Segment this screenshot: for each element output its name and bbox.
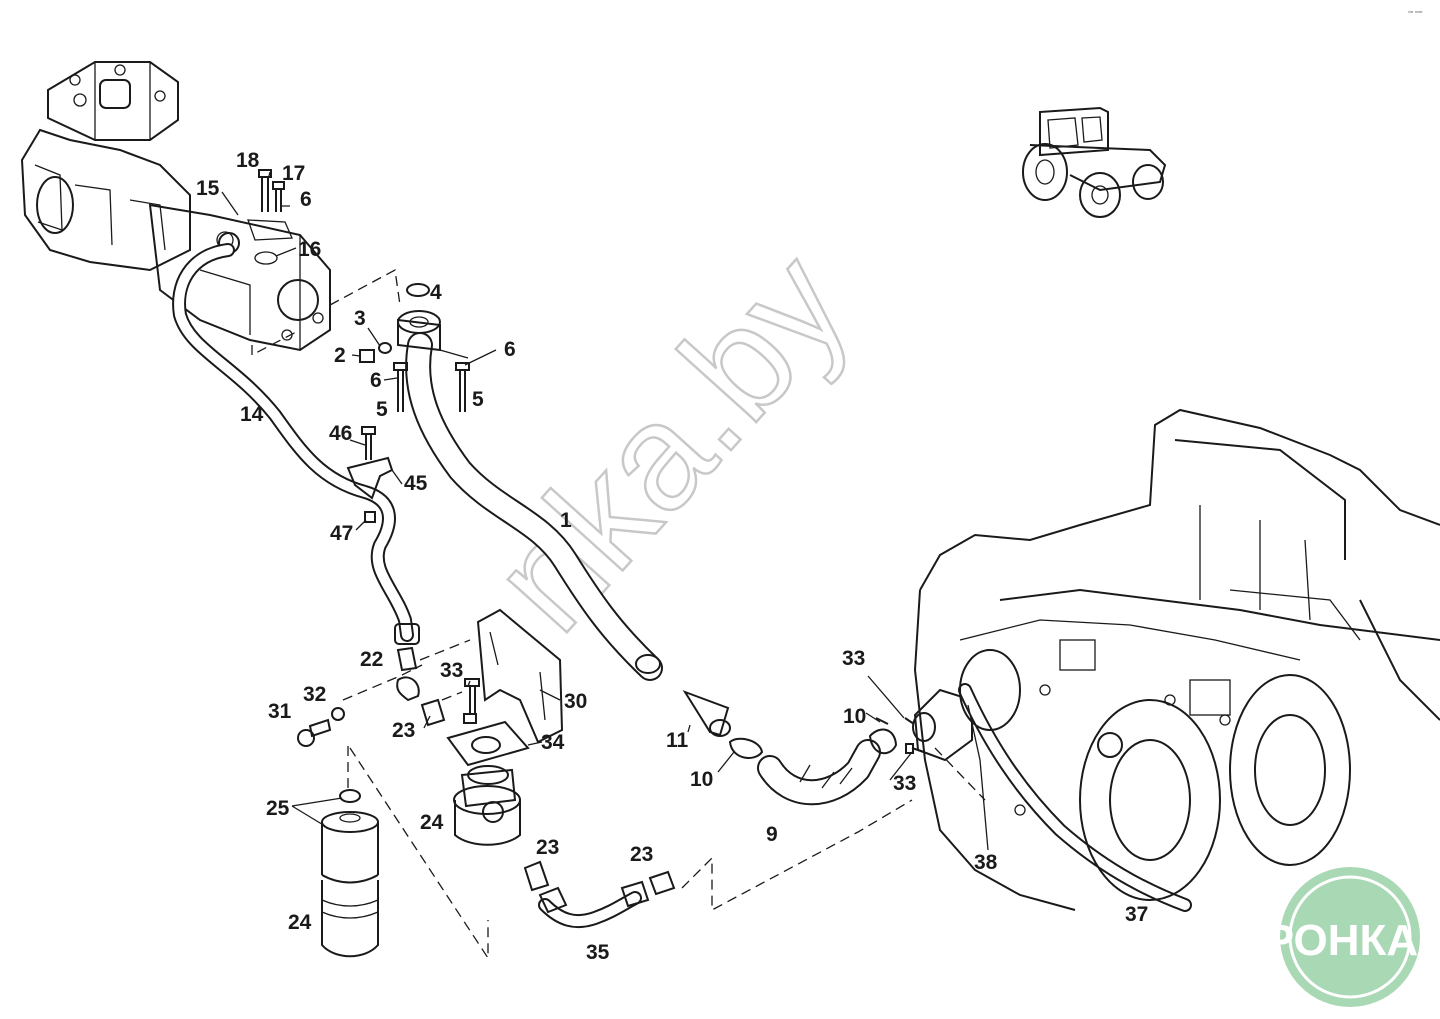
filter-bracket-30 bbox=[476, 608, 564, 744]
pipe-35 bbox=[523, 860, 676, 929]
callout-25: 25 bbox=[266, 797, 290, 820]
agronka-logo: АГРОНКА bbox=[1208, 867, 1420, 1007]
reducer-11 bbox=[682, 690, 764, 759]
callout-1: 1 bbox=[560, 509, 572, 532]
callout-33: 33 bbox=[440, 659, 463, 682]
callout-10: 10 bbox=[690, 768, 713, 791]
callout-18: 18 bbox=[236, 149, 260, 172]
callout-2: 2 bbox=[334, 344, 346, 367]
callout-14: 14 bbox=[240, 403, 264, 426]
flange-fasteners bbox=[247, 169, 293, 265]
callout-33: 33 bbox=[893, 772, 916, 795]
tractor-icon bbox=[1022, 106, 1167, 218]
callout-6: 6 bbox=[504, 338, 516, 361]
junction-block-4 bbox=[359, 283, 470, 412]
callout-4: 4 bbox=[430, 281, 442, 304]
hydraulic-pump bbox=[148, 203, 331, 352]
callout-16: 16 bbox=[298, 238, 321, 261]
watermark: nka.by bbox=[459, 221, 880, 662]
callout-leaders bbox=[221, 171, 989, 851]
hose-9 bbox=[757, 739, 881, 806]
callout-labels: 1 2 3 4 5 5 6 6 6 9 10 10 11 14 15 16 17… bbox=[196, 149, 1148, 964]
callout-38: 38 bbox=[974, 851, 998, 874]
callout-15: 15 bbox=[196, 177, 220, 200]
callout-6: 6 bbox=[300, 188, 312, 211]
callout-47: 47 bbox=[330, 522, 353, 545]
callout-24: 24 bbox=[420, 811, 444, 834]
callout-5: 5 bbox=[376, 398, 388, 421]
pipe-14 bbox=[172, 243, 420, 645]
callout-24: 24 bbox=[288, 911, 312, 934]
callout-37: 37 bbox=[1125, 903, 1148, 926]
callout-5: 5 bbox=[472, 388, 484, 411]
mounting-plate-34 bbox=[446, 678, 530, 767]
corner-mark: ▫▫ ▫▫▫ bbox=[1408, 9, 1422, 16]
callout-22: 22 bbox=[360, 648, 383, 671]
callout-34: 34 bbox=[541, 731, 565, 754]
callout-6: 6 bbox=[370, 369, 382, 392]
callout-23: 23 bbox=[392, 719, 415, 742]
callout-30: 30 bbox=[564, 690, 587, 713]
logo-text: АГРОНКА bbox=[1208, 916, 1418, 965]
callout-31: 31 bbox=[268, 700, 292, 723]
callout-33: 33 bbox=[842, 647, 865, 670]
callout-46: 46 bbox=[329, 422, 352, 445]
tank-flange-38 bbox=[868, 688, 973, 762]
transmission-housing bbox=[913, 408, 1440, 911]
logo-ring bbox=[1280, 867, 1420, 1007]
callout-3: 3 bbox=[354, 307, 366, 330]
callout-10: 10 bbox=[843, 705, 866, 728]
pump-reference-line bbox=[251, 268, 401, 357]
suction-hose-1 bbox=[405, 332, 663, 681]
fittings bbox=[297, 646, 446, 747]
filter-cartridge-24 bbox=[321, 789, 379, 958]
air-compressor bbox=[20, 61, 191, 272]
callout-23: 23 bbox=[536, 836, 559, 859]
callout-32: 32 bbox=[303, 683, 326, 706]
clamp-bracket-45 bbox=[346, 426, 394, 523]
callout-11: 11 bbox=[666, 729, 689, 752]
callout-9: 9 bbox=[766, 823, 778, 846]
reference-lines bbox=[342, 639, 986, 961]
callout-35: 35 bbox=[586, 941, 610, 964]
callout-45: 45 bbox=[404, 472, 428, 495]
callout-23: 23 bbox=[630, 843, 653, 866]
callout-17: 17 bbox=[282, 162, 305, 185]
pipe-37 bbox=[958, 683, 1192, 912]
filter-head-24 bbox=[453, 765, 521, 846]
